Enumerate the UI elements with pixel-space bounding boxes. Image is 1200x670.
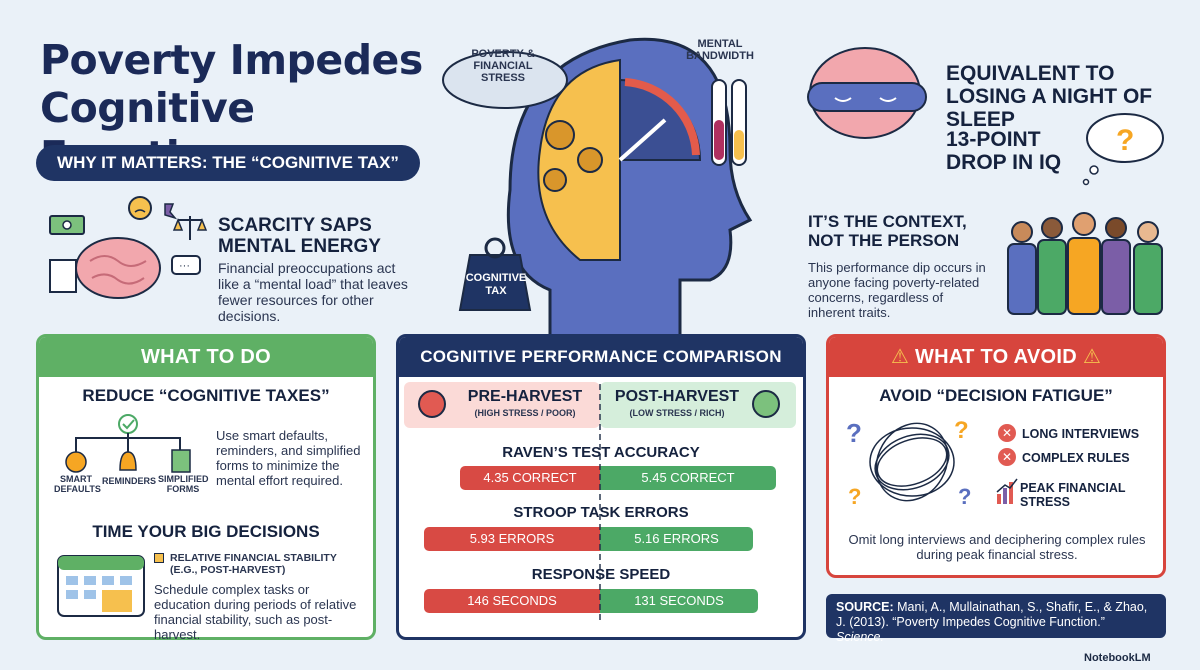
head-gauge-illustration [442, 37, 753, 342]
scarcity-body: Financial preoccupations act like a “men… [218, 260, 408, 324]
what-to-do-header: WHAT TO DO [39, 337, 373, 377]
sleep-equivalent: EQUIVALENT TO LOSING A NIGHT OF SLEEP [946, 62, 1153, 131]
pre-harvest-sub: (HIGH STRESS / POOR) [474, 408, 576, 418]
source-label: SOURCE: [836, 600, 894, 614]
rising-chart-icon [996, 478, 1018, 504]
source-journal: Science. [836, 630, 884, 644]
icon-label-reminders: REMINDERS [102, 476, 157, 486]
svg-text:?: ? [1116, 124, 1134, 157]
stability-legend-label: RELATIVE FINANCIAL STABILITY (E.G., POST… [170, 552, 337, 576]
sleep-mask-brain-icon [807, 47, 927, 139]
avoid-body: Omit long interviews and deciphering com… [848, 532, 1146, 562]
bar-pre-stroop: 5.93 ERRORS [424, 527, 600, 551]
stability-legend-swatch [154, 553, 164, 563]
cognitive-tax-weight: COGNITIVE TAX [465, 272, 527, 297]
avoid-item-long-interviews: LONG INTERVIEWS [1022, 427, 1140, 441]
cloud-label: POVERTY & FINANCIAL STRESS [471, 48, 535, 84]
happy-face-icon [752, 390, 780, 418]
bandwidth-label: MENTAL BANDWIDTH [686, 38, 754, 62]
sad-face-icon [418, 390, 446, 418]
x-icon: ✕ [998, 424, 1016, 442]
thought-bubble-icon: ? [1082, 113, 1164, 186]
calendar-icon [57, 555, 145, 617]
metric-name-stroop: STROOP TASK ERRORS [513, 504, 689, 521]
bar-post-stroop: 5.16 ERRORS [600, 527, 753, 551]
icon-label-smart-defaults: SMART DEFAULTS [54, 474, 101, 494]
brain-money-icon: ··· [49, 196, 208, 299]
reduce-heading: REDUCE “COGNITIVE TAXES” [82, 386, 330, 405]
bar-post-response: 131 SECONDS [600, 589, 758, 613]
source-box: SOURCE: Mani, A., Mullainathan, S., Shaf… [826, 594, 1166, 644]
svg-text:···: ··· [179, 260, 190, 272]
svg-text:?: ? [848, 484, 861, 509]
source-citation: Mani, A., Mullainathan, S., Shafir, E., … [836, 600, 1148, 629]
avoid-heading: AVOID “DECISION FATIGUE” [879, 386, 1113, 405]
context-heading: IT’S THE CONTEXT, NOT THE PERSON [808, 212, 967, 250]
post-harvest-sub: (LOW STRESS / RICH) [629, 408, 725, 418]
bar-pre-response: 146 SECONDS [424, 589, 600, 613]
avoid-item-peak-stress: PEAK FINANCIAL STRESS [1020, 481, 1126, 509]
warning-icon: ⚠ [890, 346, 910, 368]
reduce-body: Use smart defaults, reminders, and simpl… [216, 428, 361, 488]
warning-icon: ⚠ [1082, 346, 1102, 368]
people-group-icon [1007, 212, 1163, 315]
metric-name-response: RESPONSE SPEED [531, 566, 671, 583]
svg-text:?: ? [958, 484, 971, 509]
notebooklm-watermark: NotebookLM [1084, 652, 1151, 664]
why-it-matters-pill: WHY IT MATTERS: THE “COGNITIVE TAX” [36, 145, 420, 181]
avoid-item-complex-rules: COMPLEX RULES [1022, 451, 1130, 465]
comparison-divider [599, 384, 601, 620]
comparison-header: COGNITIVE PERFORMANCE COMPARISON [399, 337, 803, 377]
scarcity-heading: SCARCITY SAPS MENTAL ENERGY [218, 215, 381, 257]
post-harvest-title: POST-HARVEST [614, 388, 740, 405]
reduce-icons-tree [65, 414, 191, 473]
icon-label-simplified-forms: SIMPLIFIED FORMS [158, 474, 209, 494]
svg-text:?: ? [846, 418, 862, 448]
bar-pre-raven: 4.35 CORRECT [460, 466, 600, 490]
svg-text:?: ? [954, 417, 969, 444]
x-icon: ✕ [998, 448, 1016, 466]
pre-harvest-title: PRE-HARVEST [467, 388, 583, 405]
what-to-avoid-header-bar: ⚠ WHAT TO AVOID ⚠ [829, 337, 1163, 377]
metric-name-raven: RAVEN’S TEST ACCURACY [502, 444, 700, 461]
tangled-scribble-icon: ? ? ? ? [846, 417, 971, 509]
time-body: Schedule complex tasks or education duri… [154, 582, 357, 642]
bar-post-raven: 5.45 CORRECT [600, 466, 776, 490]
what-to-avoid-card: ⚠ WHAT TO AVOID ⚠ [826, 334, 1166, 578]
what-to-do-card: WHAT TO DO [36, 334, 376, 640]
time-heading: TIME YOUR BIG DECISIONS [92, 522, 320, 541]
iq-drop: 13-POINT DROP IN IQ [946, 128, 1062, 174]
context-body: This performance dip occurs in anyone fa… [808, 260, 986, 320]
what-to-avoid-header: WHAT TO AVOID [914, 346, 1078, 368]
